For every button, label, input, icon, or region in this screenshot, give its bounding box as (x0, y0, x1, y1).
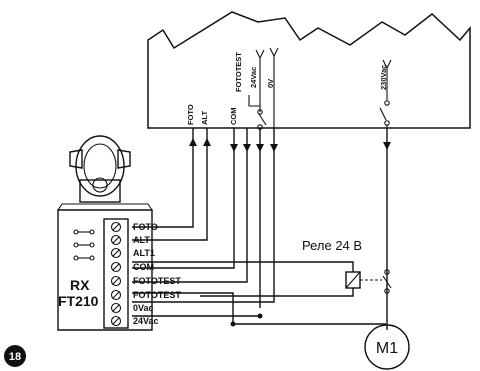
receiver-model-line1: RX (70, 277, 90, 293)
terminal-hook-24vac (255, 49, 265, 95)
terminal-label: 24Vac (133, 316, 159, 326)
terminal-screw-slot (112, 291, 120, 299)
motor (364, 324, 410, 370)
wire-fototest-2 (132, 292, 386, 325)
figure-number: 18 (9, 351, 21, 363)
junction-fototest (230, 321, 236, 327)
terminal-screw-slot (112, 263, 120, 271)
terminal-label: ALT (133, 235, 150, 245)
wire-fototest (132, 128, 251, 283)
wire-relay-coil (132, 261, 354, 272)
terminal-screw-slot (112, 277, 120, 285)
terminal-screw (110, 247, 122, 259)
controller-label-24vac: 24Vac (249, 67, 258, 88)
control-unit-panel (147, 11, 471, 129)
mains-switch (379, 59, 392, 128)
wire-com (132, 128, 238, 269)
terminal-screw-slot (112, 249, 120, 257)
terminal-label: FOTOTEST (133, 276, 181, 286)
junction-24vac (257, 313, 263, 319)
receiver-module (57, 203, 153, 331)
figure-badge: 18 (4, 345, 26, 367)
controller-label-fototest: FOTOTEST (234, 52, 243, 92)
wire-foto (132, 128, 197, 228)
dip-switches (73, 229, 95, 261)
relay (345, 269, 392, 294)
terminal-label: 0Vac (133, 303, 154, 313)
terminal-screw-slot (112, 223, 120, 231)
relay-label: Реле 24 В (302, 238, 362, 253)
terminal-screw-slot (112, 317, 120, 325)
terminal-screw (110, 221, 122, 233)
terminal-screw (110, 234, 122, 246)
terminal-screw-slot (112, 304, 120, 312)
wire-230vac (383, 128, 391, 330)
terminal-label: ALT1 (133, 248, 155, 258)
photocell-sensor (69, 135, 131, 203)
motor-label: M1 (376, 340, 398, 357)
terminal-screw (110, 275, 122, 287)
terminal-hook-0v (269, 47, 279, 128)
controller-label-foto: FOTO (186, 104, 195, 125)
wire-alt (132, 128, 211, 241)
terminal-label: COM (133, 262, 154, 272)
controller-label-230vac: 230Vac (379, 65, 388, 90)
wire-0v (132, 128, 278, 303)
controller-label-0v: 0V (266, 79, 275, 88)
terminal-screw (110, 289, 122, 301)
terminal-screw-slot (112, 236, 120, 244)
terminal-label: FOTOTEST (133, 290, 181, 300)
terminal-screw (110, 261, 122, 273)
terminal-label: FOTO (133, 222, 158, 232)
controller-label-com: COM (229, 108, 238, 126)
receiver-model-line2: FT210 (58, 293, 99, 309)
wire-24vac (256, 129, 264, 308)
wire-relay-coil-return (200, 288, 354, 297)
terminal-screw (110, 302, 122, 314)
terminal-screw (110, 315, 122, 327)
controller-label-alt: ALT (200, 111, 209, 125)
